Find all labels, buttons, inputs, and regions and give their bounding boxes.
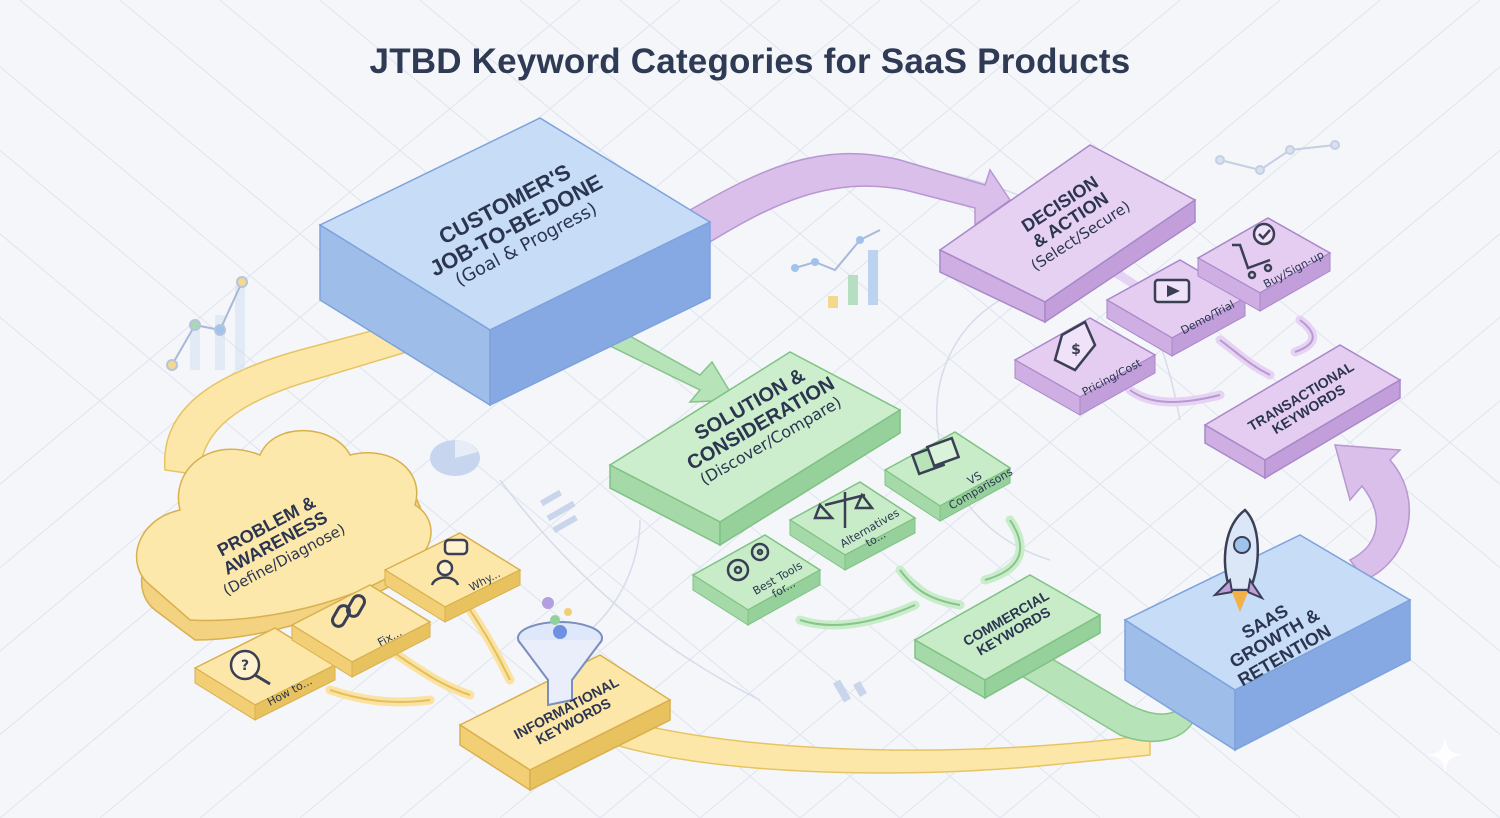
- funnel-icon: [517, 597, 603, 707]
- card-buy: [1196, 217, 1332, 312]
- play-video-icon: [1153, 278, 1191, 304]
- solution-block: [608, 351, 902, 547]
- rocket-icon: [1212, 508, 1265, 612]
- arrow-informational-to-growth: [598, 719, 1151, 774]
- transactional-block: [1203, 344, 1402, 480]
- card-how-to: ?: [193, 627, 337, 721]
- svg-text:$: $: [1071, 342, 1081, 358]
- line-chart-icon: [166, 276, 248, 371]
- bar-chart-icon: [791, 229, 881, 308]
- job-block: [318, 117, 712, 407]
- arrow-job-to-decision: [689, 153, 1012, 247]
- gears-icon: [726, 542, 770, 582]
- card-why: [383, 532, 522, 623]
- arrow-job-to-problem: [163, 317, 431, 476]
- price-tag-icon: $: [1053, 320, 1097, 372]
- growth-block: [1123, 534, 1412, 752]
- broken-link-icon: [331, 594, 366, 628]
- card-pricing: $: [1013, 317, 1157, 416]
- cart-check-icon: [1232, 222, 1276, 280]
- person-chat-icon: [430, 538, 469, 586]
- card-fix: [290, 584, 432, 678]
- svg-text:?: ?: [241, 658, 249, 674]
- commercial-block: [913, 574, 1102, 700]
- decision-block: [938, 144, 1197, 324]
- sparkle-icon: [1427, 737, 1463, 773]
- arrow-growth-to-transactional: [1333, 444, 1411, 581]
- card-best-tools: [691, 534, 822, 626]
- card-alternatives: [788, 481, 917, 571]
- overlap-squares-icon: [910, 436, 961, 476]
- scales-icon: [813, 492, 875, 528]
- page-title: JTBD Keyword Categories for SaaS Product…: [369, 42, 1131, 81]
- card-vs: [883, 431, 1012, 522]
- pie-chart-icon: [430, 440, 480, 476]
